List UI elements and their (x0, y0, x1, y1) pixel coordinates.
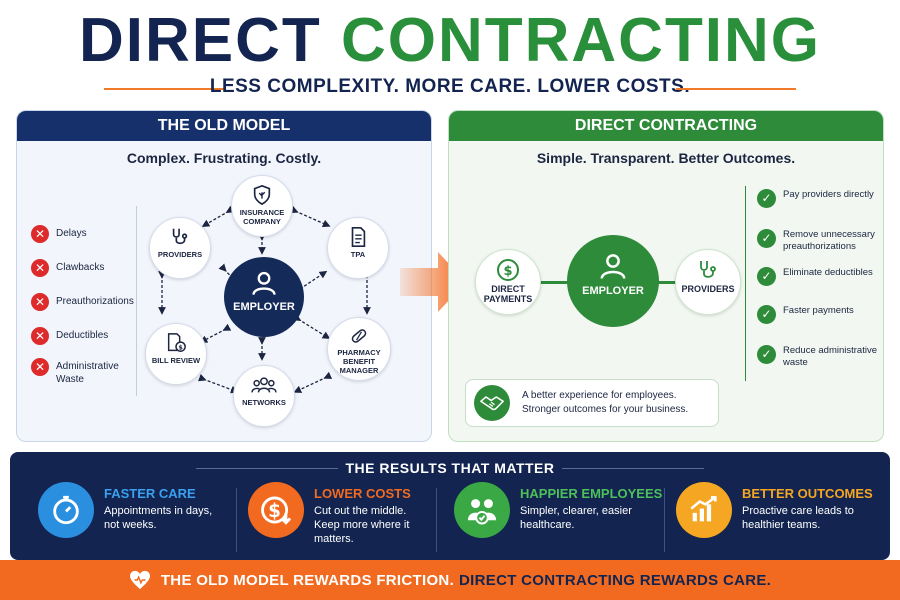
title-part-contracting: CONTRACTING (340, 6, 822, 75)
callout-line-1: A better experience for employees. (522, 390, 677, 401)
x-icon: ✕ (31, 225, 49, 243)
main-title: DIRECT CONTRACTING (0, 6, 900, 76)
check-icon: ✓ (757, 345, 776, 364)
direct-contracting-heading: DIRECT CONTRACTING (449, 111, 883, 141)
dollar-down-icon: $ (248, 482, 304, 538)
check-icon: ✓ (757, 189, 776, 208)
old-model-subheading: Complex. Frustrating. Costly. (126, 150, 322, 166)
result-faster-care: FASTER CARE Appointments in days, not we… (38, 482, 238, 554)
x-icon: ✕ (31, 259, 49, 277)
node-bill-review: $ BILL REVIEW (145, 323, 207, 385)
person-icon (600, 254, 626, 279)
hub-connectors (158, 205, 371, 394)
benefit-item: ✓Eliminate deductibles (757, 267, 881, 286)
pill-icon (351, 329, 367, 343)
node-providers: PROVIDERS (149, 217, 211, 279)
node-direct-payments: $ DIRECT PAYMENTS (475, 249, 541, 315)
experience-callout: A better experience for employees. Stron… (465, 379, 719, 427)
node-employer: EMPLOYER (224, 257, 304, 337)
check-icon: ✓ (757, 305, 776, 324)
person-icon (252, 271, 276, 296)
benefit-item: ✓Faster payments (757, 305, 881, 324)
result-divider (436, 488, 437, 552)
results-heading: THE RESULTS THAT MATTER (345, 460, 555, 476)
callout-line-2: Stronger outcomes for your business. (522, 404, 689, 415)
growth-chart-icon (676, 482, 732, 538)
node-tpa: TPA (327, 217, 389, 279)
result-divider (664, 488, 665, 552)
document-icon (351, 227, 366, 247)
heart-icon (129, 570, 150, 590)
tagline-rule-left (104, 88, 224, 90)
node-providers-direct: PROVIDERS (675, 249, 741, 315)
connector-line (655, 281, 685, 284)
node-networks: NETWORKS (233, 365, 295, 427)
result-happier-employees: HAPPIER EMPLOYEES Simpler, clearer, easi… (454, 482, 664, 554)
footer-text-direct: DIRECT CONTRACTING REWARDS CARE. (459, 571, 772, 589)
node-insurance-company: INSURANCE COMPANY (231, 175, 293, 237)
bill-icon: $ (167, 333, 186, 352)
connector-line (539, 281, 571, 284)
tagline: LESS COMPLEXITY. MORE CARE. LOWER COSTS. (209, 76, 691, 97)
result-divider (236, 488, 237, 552)
node-pharmacy-benefit-manager: PHARMACY BENEFIT MANAGER (327, 317, 391, 381)
check-icon: ✓ (757, 267, 776, 286)
tagline-row: LESS COMPLEXITY. MORE CARE. LOWER COSTS. (0, 76, 900, 102)
pain-point: ✕Preauthorizations (31, 293, 135, 311)
title-part-direct: DIRECT (78, 6, 322, 75)
results-rule-left (196, 468, 338, 469)
old-model-heading: THE OLD MODEL (17, 111, 431, 141)
svg-text:$: $ (178, 343, 183, 351)
x-icon: ✕ (31, 358, 49, 376)
handshake-icon (474, 385, 510, 421)
check-icon: ✓ (757, 229, 776, 248)
divider (136, 206, 137, 396)
benefit-item: ✓Remove unnecessary preauthorizations (757, 229, 881, 253)
direct-contracting-panel: DIRECT CONTRACTING Simple. Transparent. … (448, 110, 884, 442)
footer-text-old: THE OLD MODEL REWARDS FRICTION. (160, 571, 455, 589)
divider (745, 186, 746, 381)
result-better-outcomes: BETTER OUTCOMES Proactive care leads to … (676, 482, 886, 554)
tagline-rule-right (676, 88, 796, 90)
benefit-item: ✓Pay providers directly (757, 189, 881, 208)
old-model-panel: THE OLD MODEL Complex. Frustrating. Cost… (16, 110, 432, 442)
node-employer-direct: EMPLOYER (567, 235, 659, 327)
people-group-icon (251, 377, 277, 393)
stopwatch-icon (38, 482, 94, 538)
results-rule-right (562, 468, 704, 469)
pain-point: ✕Administrative Waste (31, 358, 135, 386)
result-lower-costs: $ LOWER COSTS Cut out the middle. Keep m… (248, 482, 448, 554)
svg-text:$: $ (503, 264, 512, 279)
x-icon: ✕ (31, 293, 49, 311)
footer-banner: THE OLD MODEL REWARDS FRICTION. DIRECT C… (0, 560, 900, 600)
direct-contracting-subheading: Simple. Transparent. Better Outcomes. (536, 150, 796, 166)
stethoscope-icon (700, 261, 716, 278)
happy-people-icon (454, 482, 510, 538)
shield-icon (253, 184, 271, 206)
dollar-circle-icon: $ (497, 259, 519, 281)
stethoscope-icon (172, 228, 188, 245)
benefit-item: ✓Reduce administrative waste (757, 345, 881, 369)
results-section: THE RESULTS THAT MATTER FASTER CARE Appo… (10, 452, 890, 560)
pain-point: ✕Deductibles (31, 327, 135, 345)
x-icon: ✕ (31, 327, 49, 345)
svg-text:$: $ (268, 501, 281, 522)
pain-point: ✕Clawbacks (31, 259, 135, 277)
pain-point: ✕Delays (31, 225, 135, 243)
